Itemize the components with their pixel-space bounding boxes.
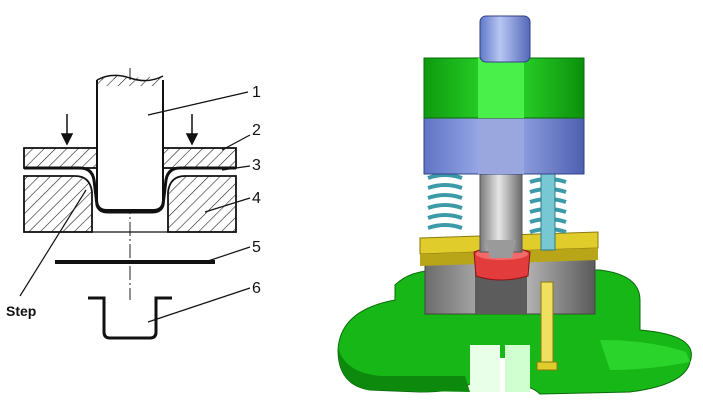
punch [96, 74, 164, 211]
blank-holder [23, 147, 237, 169]
leader-5 [204, 246, 251, 263]
section-schematic: 1 2 3 4 5 6 Step [6, 68, 261, 340]
punch-plate [423, 117, 585, 175]
stripped-sheet [55, 260, 215, 264]
spring-left [427, 173, 463, 230]
leader-1 [147, 91, 249, 116]
ejector-pin [536, 281, 558, 371]
leader-6 [147, 287, 251, 323]
drawn-part [88, 296, 172, 340]
pressure-arrow-icon [60, 114, 199, 146]
die-3d-render [337, 15, 692, 395]
workpiece-blank [24, 166, 236, 214]
leader-4 [204, 197, 251, 213]
callout-label-4: 4 [252, 190, 261, 207]
callout-label-5: 5 [252, 239, 261, 256]
callout-label-6: 6 [252, 280, 261, 297]
callout-label-2: 2 [252, 122, 261, 139]
top-plate [423, 57, 585, 119]
step-label: Step [6, 303, 36, 319]
callout-label-1: 1 [252, 84, 261, 101]
leader-2 [221, 134, 251, 151]
die [23, 175, 237, 233]
leader-step [19, 189, 87, 297]
shank [479, 15, 531, 63]
callout-label-3: 3 [252, 157, 261, 174]
leader-3 [221, 165, 251, 171]
